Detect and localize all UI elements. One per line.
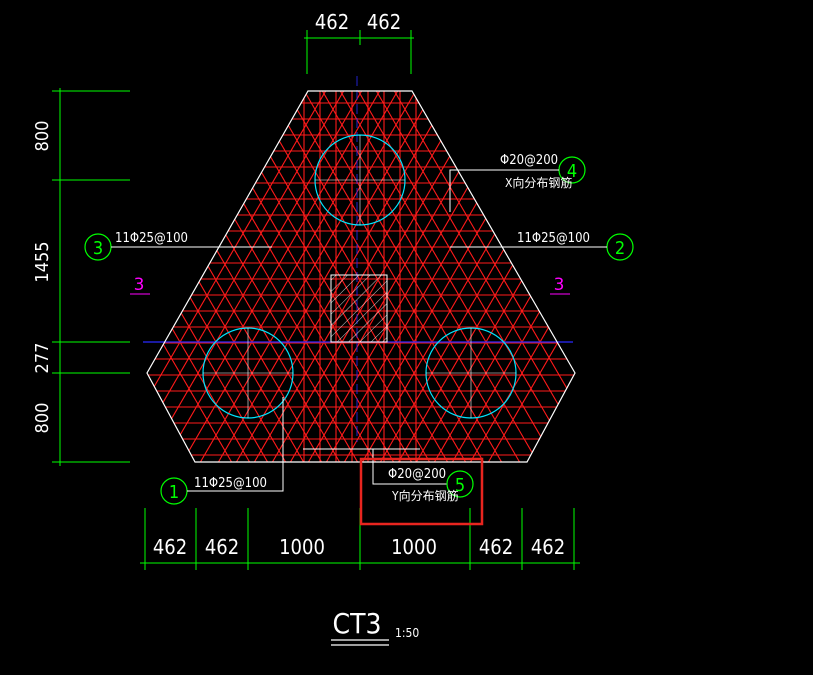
- bottom-dim-4: 1000: [391, 535, 437, 559]
- title-scale: 1:50: [395, 626, 419, 640]
- bottom-dim-6: 462: [531, 535, 565, 559]
- rebar-diag-b: [436, 91, 575, 462]
- top-dim-2: 462: [367, 10, 401, 34]
- left-dim-4: 800: [32, 403, 53, 434]
- section-mark-right: 3: [554, 275, 565, 295]
- rebar-diag-b: [166, 91, 446, 462]
- rebar-diag-b: [184, 91, 464, 462]
- drawing-title: CT3 1:50: [331, 607, 419, 646]
- rebar-diag-b: [148, 91, 428, 462]
- left-dim-2: 1455: [32, 241, 53, 282]
- rebar-diag-b: [147, 91, 374, 462]
- piles: [202, 134, 517, 419]
- bottom-dim-5: 462: [479, 535, 513, 559]
- callout-5-label: Φ20@200: [388, 467, 446, 482]
- callout-4-label2: X向分布钢筋: [505, 175, 572, 190]
- bottom-dim-2: 462: [205, 535, 239, 559]
- callout-1-num: 1: [169, 482, 179, 503]
- callout-4: 4 Φ20@200 X向分布钢筋: [449, 153, 586, 212]
- rebar-diag-a: [147, 91, 320, 462]
- column-hatch: [330, 274, 388, 343]
- left-dim-3: 277: [32, 343, 53, 374]
- callout-4-label: Φ20@200: [500, 153, 558, 168]
- title-text: CT3: [333, 607, 382, 640]
- callout-2-label: 11Φ25@100: [517, 231, 590, 246]
- bottom-dim-3: 1000: [279, 535, 325, 559]
- rebar-diag-a: [147, 91, 266, 462]
- bottom-dim-1: 462: [153, 535, 187, 559]
- rebar-diag-a: [147, 91, 284, 462]
- highlight-box: [359, 457, 484, 526]
- callout-3-num: 3: [93, 238, 103, 259]
- callout-3-label: 11Φ25@100: [115, 231, 188, 246]
- rebar-diag-a: [147, 91, 302, 462]
- left-dim-1: 800: [32, 121, 53, 152]
- callout-1: 1 11Φ25@100: [160, 397, 284, 505]
- rebar-diag-b: [346, 91, 575, 462]
- callout-5-num: 5: [455, 475, 465, 496]
- top-dim-1: 462: [315, 10, 349, 34]
- cap-outline: [146, 90, 576, 463]
- callout-1-label: 11Φ25@100: [194, 476, 267, 491]
- callout-2: 2 11Φ25@100: [450, 231, 634, 261]
- callout-5-label2: Y向分布钢筋: [391, 488, 459, 503]
- section-mark-left: 3: [134, 275, 145, 295]
- callout-5: 5 Φ20@200 Y向分布钢筋: [303, 448, 474, 503]
- rebar-diag-b: [147, 91, 356, 462]
- left-dimension: [52, 88, 130, 466]
- rebar-diag-b: [364, 91, 575, 462]
- callout-2-num: 2: [615, 238, 625, 259]
- callout-3: 3 11Φ25@100: [84, 231, 272, 261]
- rebar-diag-b: [454, 91, 575, 462]
- bottom-dimension: [140, 508, 580, 570]
- callout-4-num: 4: [567, 161, 577, 182]
- rebar-diag-b: [400, 91, 575, 462]
- top-dimension: [304, 30, 414, 74]
